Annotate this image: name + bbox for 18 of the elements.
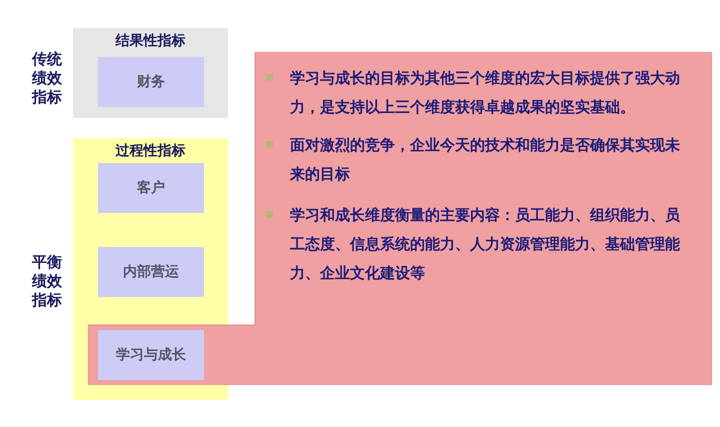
dimension-label: 学习与成长 bbox=[116, 346, 186, 364]
bullet-text: 学习和成长维度衡量的主要内容：员工能力、组织能力、员工态度、信息系统的能力、人力资源管理能力、基础管理能力、企业文化建设等 bbox=[290, 205, 681, 284]
dimension-label: 客户 bbox=[137, 179, 165, 197]
dimension-label: 财务 bbox=[137, 73, 165, 91]
side-label: 传统绩效指标 bbox=[30, 50, 63, 107]
dimension-box bbox=[98, 57, 204, 107]
bullet-text: 学习与成长的目标为其他三个维度的宏大目标提供了强大动力，是支持以上三个维度获得卓越成果的坚实基础。 bbox=[290, 68, 681, 118]
indicator-panel bbox=[73, 138, 228, 400]
dimension-box bbox=[98, 330, 204, 380]
indicator-panel bbox=[73, 28, 228, 118]
panel-heading: 过程性指标 bbox=[114, 142, 186, 160]
callout-panel bbox=[88, 52, 712, 385]
bullet-text: 面对激烈的竞争，企业今天的技术和能力是否确保其实现未来的目标 bbox=[290, 135, 681, 185]
panel-heading: 结果性指标 bbox=[114, 32, 186, 50]
dimension-label: 内部营运 bbox=[123, 263, 179, 281]
dimension-box bbox=[98, 163, 204, 213]
side-label: 平衡绩效指标 bbox=[30, 253, 63, 310]
dimension-box bbox=[98, 247, 204, 297]
